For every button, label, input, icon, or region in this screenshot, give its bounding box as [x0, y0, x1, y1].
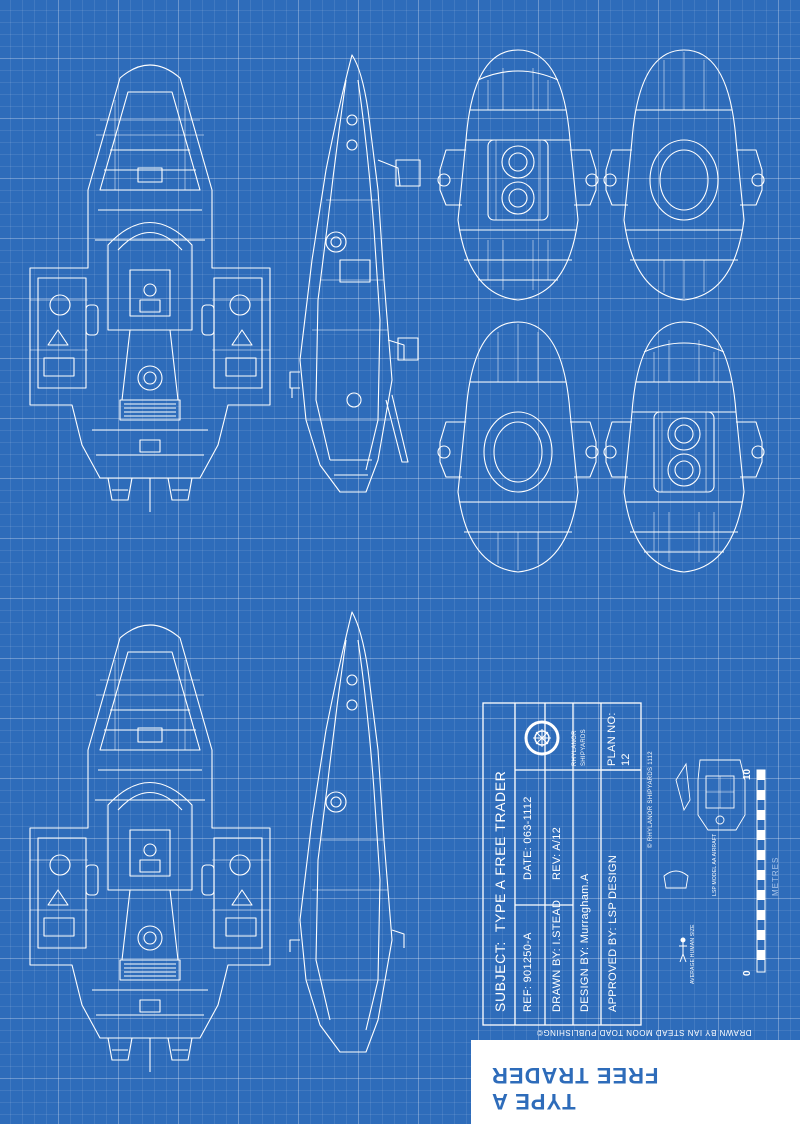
company-name-1: RHYLANOR [572, 730, 578, 766]
gear-logo-icon [524, 720, 560, 756]
ship-front-view [437, 49, 599, 301]
ship-side-view [289, 54, 421, 493]
title-block-upside-down: TYPE A FREE TRADER [491, 1040, 791, 1124]
model-label: LSP MODEL AA AIRRAFT [712, 833, 718, 896]
drawn-by-field: DRAWN BY: I.STEAD [551, 899, 563, 1012]
date-field: DATE: 063-1112 [522, 796, 534, 880]
ship-top-view [29, 64, 271, 513]
main-title-line2: FREE TRADER [491, 1063, 659, 1088]
human-figure-icon [679, 937, 687, 963]
company-name-2: SHIPYARDS [581, 729, 587, 766]
credit-line: DRAWN BY IAN STEAD MOON TOAD PUBLISHING© [536, 1028, 752, 1037]
subject-label: SUBJECT: [492, 941, 508, 1012]
ship-rear-view [603, 49, 765, 301]
scale-tick-0: 0 [742, 970, 753, 976]
plan-no-value: 12 [620, 753, 632, 766]
human-size-label: AVERAGE HUMAN SIZE [690, 924, 696, 984]
ship-side-view-lower [289, 611, 405, 1053]
title-block-frame [482, 702, 642, 1026]
subject-value: TYPE A FREE TRADER [492, 770, 508, 933]
ship-rear-view-lower [437, 321, 599, 573]
scale-bar [756, 769, 766, 973]
title-panel: TYPE A FREE TRADER [471, 1040, 800, 1124]
scale-tick-10: 10 [742, 768, 753, 780]
ref-field: REF: 901250-A [522, 932, 534, 1012]
ship-front-view-lower [603, 321, 765, 573]
rev-field: REV: A/12 [551, 826, 563, 880]
scale-model-ship [663, 759, 746, 889]
design-by-field: DESIGN BY: Murragham.A [579, 873, 591, 1012]
scale-unit-label: METRES [771, 856, 780, 896]
copyright-text: © RHYLANOR SHIPYARDS 1112 [648, 751, 654, 848]
subject-line: SUBJECT: TYPE A FREE TRADER [492, 771, 508, 1012]
approved-by-field: APPROVED BY: LSP DESIGN [607, 854, 619, 1012]
ship-underside-view [29, 624, 271, 1073]
plan-no-label: PLAN NO: [606, 712, 618, 766]
main-title-line1: TYPE A [491, 1089, 576, 1114]
